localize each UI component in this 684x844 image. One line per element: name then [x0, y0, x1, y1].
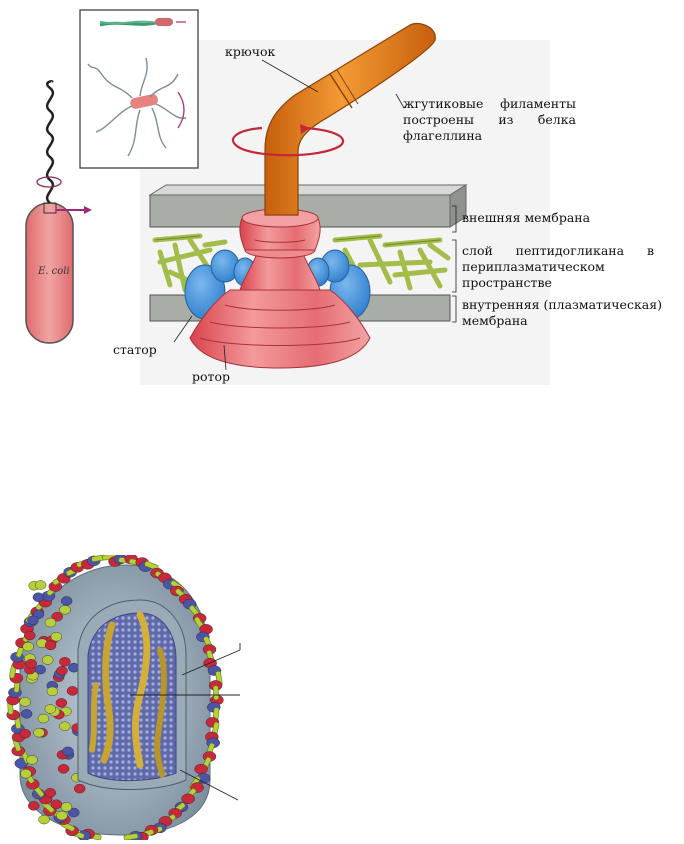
virus-diagram: [6, 553, 241, 843]
surface-particle: [37, 713, 50, 724]
surface-particle: [38, 814, 50, 825]
outer-membrane-label: внешняя мембрана: [462, 210, 591, 225]
inner-membrane-label-line1: внутренняя (плазматическая): [462, 297, 662, 312]
surface-particle: [55, 698, 68, 708]
surface-particle: [27, 615, 39, 626]
surface-particle: [44, 617, 57, 628]
inner-membrane-label-line2: мембрана: [462, 313, 528, 328]
hook-filament: [264, 22, 436, 216]
surface-particle: [68, 807, 80, 818]
filaments-label-line2: построены из белка: [403, 112, 576, 127]
flagellum-figure: E. coli: [0, 0, 684, 400]
spike-na: [181, 793, 195, 804]
surface-particle: [26, 755, 38, 765]
rotor-label: ротор: [192, 369, 230, 384]
surface-particle: [60, 596, 73, 606]
inset-box: [79, 9, 199, 169]
filaments-label-line1: жгутиковые филаменты: [403, 96, 576, 111]
surface-particle: [28, 801, 40, 811]
ecoli-flagellum-wave: [45, 80, 55, 204]
movement-arrow-head: [84, 206, 92, 214]
surface-particle: [41, 655, 54, 665]
spike-ha: [123, 833, 139, 841]
ecoli-cell: E. coli: [25, 202, 74, 344]
surface-particle: [20, 709, 33, 719]
flagellum-diagram: E. coli: [25, 9, 550, 385]
peptidoglycan-label-line1: слой пептидогликана в: [462, 243, 654, 258]
outer-membrane-side: [449, 184, 467, 228]
surface-spikes: [6, 553, 224, 843]
virus-figure: [0, 553, 300, 843]
surface-particle: [50, 799, 63, 809]
peptidoglycan-label-line2: периплазматическом: [462, 259, 605, 274]
outer-membrane-top: [148, 184, 468, 196]
stator-label: статор: [113, 342, 157, 357]
filaments-label-line3: флагеллина: [403, 128, 483, 143]
surface-particle: [33, 727, 45, 738]
surface-particle: [59, 721, 71, 731]
leader-lines: [173, 59, 457, 371]
surface-particle: [24, 630, 36, 641]
surface-particle: [20, 768, 32, 779]
rotation-arrow-small: [36, 176, 62, 188]
surface-particle: [66, 686, 79, 696]
surface-particle: [59, 657, 71, 667]
surface-particle: [59, 605, 71, 615]
virus-leader-lines: [130, 643, 241, 801]
surface-particle: [51, 611, 63, 622]
peptidoglycan-outlines: [154, 235, 441, 246]
surface-particle: [74, 783, 86, 794]
rotation-arrow: [232, 124, 345, 157]
surface-particle: [60, 802, 73, 812]
peptidoglycan-label-line3: пространстве: [462, 275, 552, 290]
surface-particle: [44, 788, 57, 798]
spike-ha: [212, 685, 220, 701]
ecoli-label: E. coli: [37, 266, 70, 277]
hook-filament-junction: [329, 73, 353, 109]
surface-particle: [46, 686, 59, 697]
surface-particle: [50, 631, 63, 642]
rotor-basal-body: [189, 208, 371, 369]
surface-particle: [25, 659, 37, 669]
surface-particle: [44, 704, 57, 714]
surface-particle: [56, 810, 68, 821]
spike-na: [194, 763, 208, 775]
surface-particle: [32, 592, 45, 602]
surface-particle: [22, 641, 34, 652]
surface-particle: [19, 697, 31, 707]
surface-particle: [44, 640, 57, 651]
surface-particle: [62, 746, 74, 757]
surface-particle: [19, 729, 31, 739]
surface-particle: [56, 666, 68, 676]
surface-particle: [57, 764, 70, 774]
hook-label: крючок: [225, 44, 276, 59]
surface-particle: [34, 580, 47, 590]
